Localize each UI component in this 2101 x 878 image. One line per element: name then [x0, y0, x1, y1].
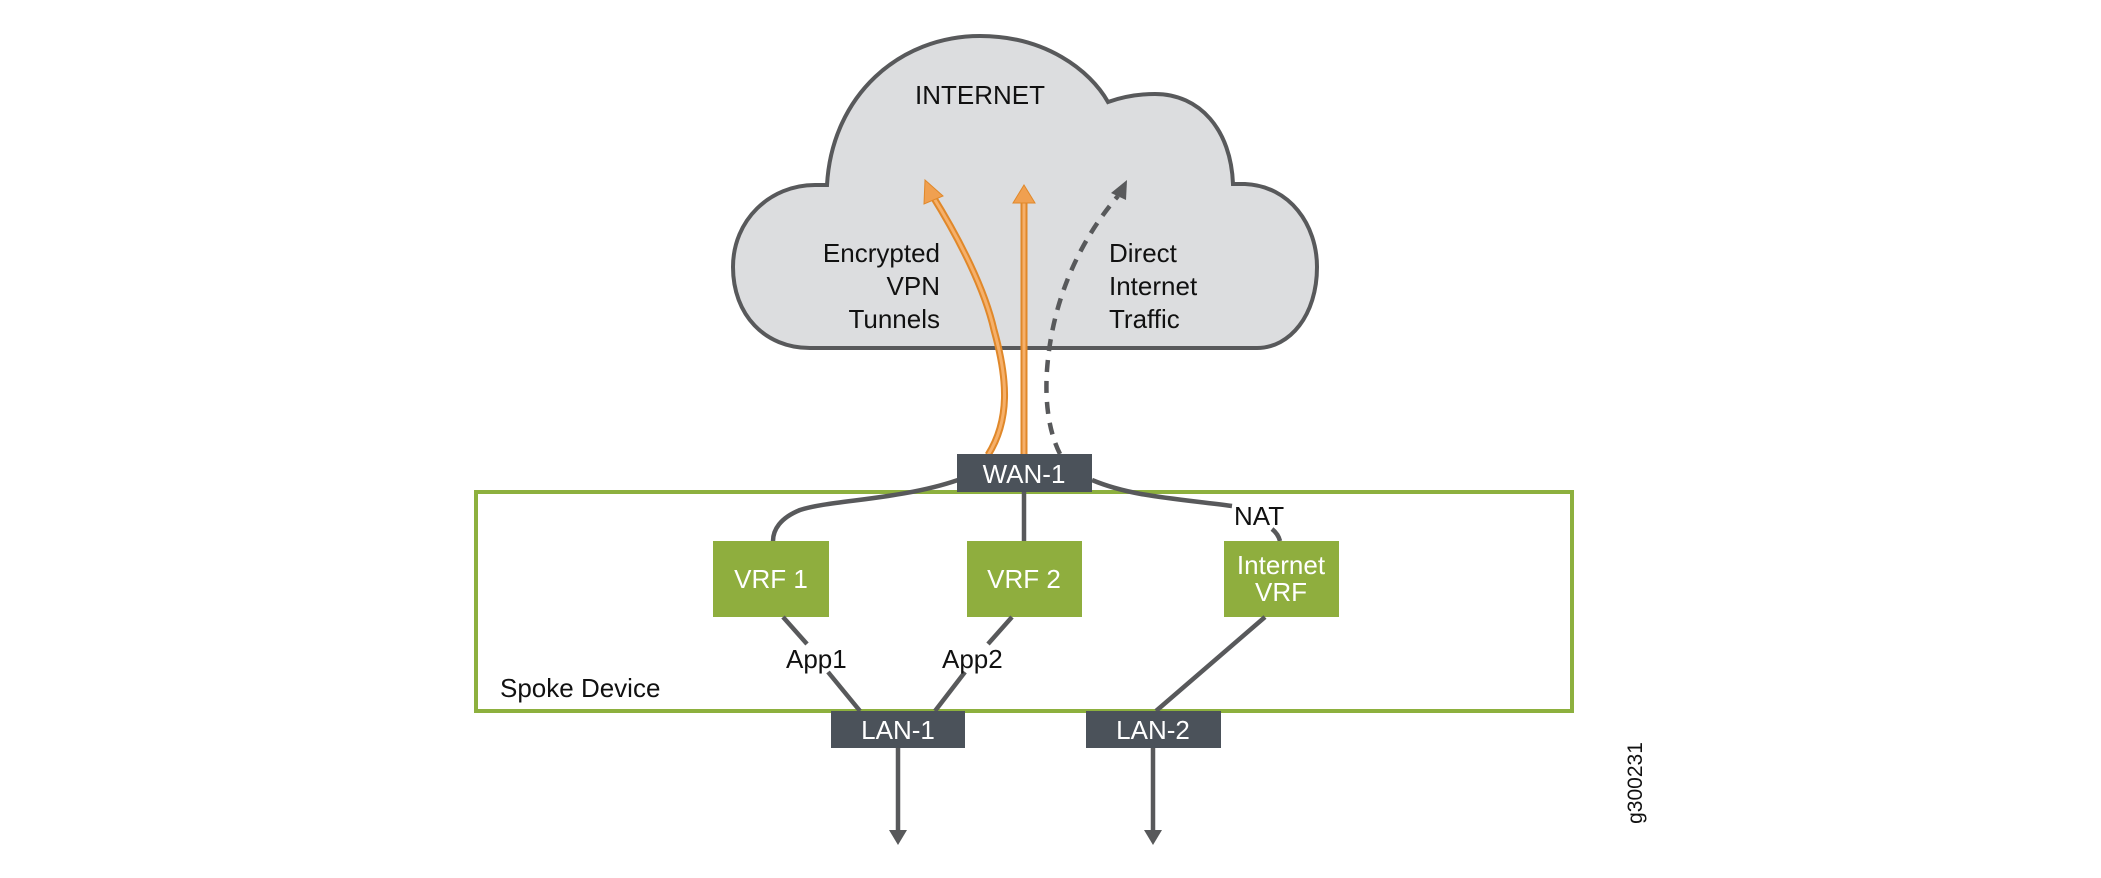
- app2-label: App2: [942, 644, 1003, 674]
- internet-title: INTERNET: [915, 80, 1045, 110]
- vrf-1-box[interactable]: [713, 541, 829, 617]
- wan-1-port[interactable]: WAN-1: [957, 454, 1092, 492]
- direct-label-line-3: Traffic: [1109, 304, 1180, 334]
- figure-id-label: g300231: [1624, 742, 1647, 824]
- vrf-2-label: VRF 2: [987, 564, 1061, 594]
- nat-to-internet-vrf-link: [1270, 527, 1283, 542]
- wan-1-box[interactable]: [957, 454, 1092, 492]
- lan-2-label: LAN-2: [1116, 715, 1190, 745]
- internet-vrf-label-line-2: VRF: [1255, 577, 1307, 607]
- lan-2-port[interactable]: LAN-2: [1086, 711, 1221, 748]
- vpn-label-line-2: VPN: [887, 271, 940, 301]
- wan-1-label: WAN-1: [983, 459, 1066, 489]
- vrf-1-label: VRF 1: [734, 564, 808, 594]
- lan-1-label: LAN-1: [861, 715, 935, 745]
- vrf-2-box[interactable]: [967, 541, 1082, 617]
- app2-to-lan1-link: [933, 670, 967, 713]
- internet-vrf-label-line-1: Internet: [1237, 550, 1326, 580]
- internet-vrf-to-lan2-link: [1154, 615, 1267, 713]
- lan-1-port[interactable]: LAN-1: [831, 711, 965, 748]
- nat-label: NAT: [1234, 501, 1284, 531]
- app1-label: App1: [786, 644, 847, 674]
- vpn-label-line-3: Tunnels: [848, 304, 940, 334]
- tunnel-1-arrowhead-icon: [923, 178, 944, 205]
- internet-vrf-box[interactable]: [1224, 541, 1339, 617]
- tunnel-2-arrowhead-icon: [1012, 184, 1036, 204]
- direct-traffic-arrowhead-icon: [1111, 180, 1127, 200]
- vrf2-to-app2-link: [986, 615, 1014, 646]
- tunnel-1-highlight: [930, 194, 1006, 456]
- lan-1-arrowhead-icon: [889, 830, 907, 845]
- vrf-1[interactable]: VRF 1: [713, 541, 829, 617]
- direct-traffic-dashed-line: [1044, 194, 1120, 456]
- vrf1-to-app1-link: [781, 615, 809, 646]
- lan-2-box[interactable]: [1086, 711, 1221, 748]
- lan-2-arrowhead-icon: [1144, 830, 1162, 845]
- direct-label-line-2: Internet: [1109, 271, 1198, 301]
- internet-vrf[interactable]: Internet VRF: [1224, 541, 1339, 617]
- lan-1-box[interactable]: [831, 711, 965, 748]
- direct-label-line-1: Direct: [1109, 238, 1178, 268]
- app1-to-lan1-link: [826, 670, 862, 713]
- direct-internet-traffic-flow: [1044, 180, 1127, 456]
- encrypted-vpn-tunnel-2: [1012, 184, 1036, 455]
- spoke-device-label: Spoke Device: [500, 673, 660, 703]
- wan-to-vrf1-link: [770, 477, 959, 542]
- encrypted-vpn-tunnel-1: [923, 178, 1008, 457]
- vrf-2[interactable]: VRF 2: [967, 541, 1082, 617]
- vpn-label-line-1: Encrypted: [823, 238, 940, 268]
- wan-to-nat-link: [1091, 477, 1233, 509]
